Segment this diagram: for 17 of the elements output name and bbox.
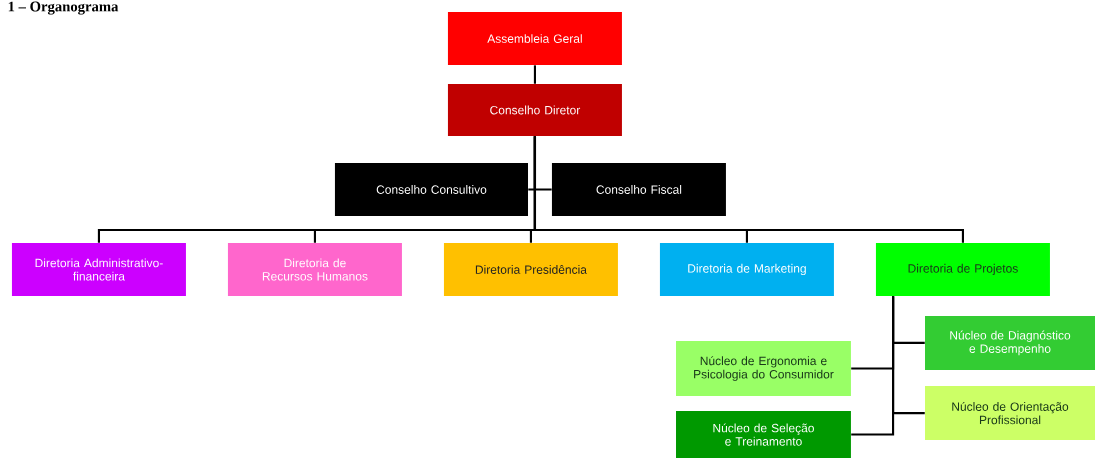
org-box: Conselho Diretor: [447, 83, 622, 136]
org-box: Núcleo de Orientação Profissional: [925, 386, 1095, 441]
org-box: Diretoria de Projetos: [875, 242, 1050, 296]
connector-line: [533, 136, 964, 243]
figure-title: 1 – Organograma: [8, 1, 119, 15]
connector-line: [533, 65, 536, 84]
connector-line: [892, 296, 925, 415]
org-box: Núcleo de Ergonomia e Psicologia do Consumidor: [676, 341, 851, 396]
org-box: Diretoria de Marketing: [659, 242, 834, 296]
org-box: Diretoria de Recursos Humanos: [227, 242, 402, 296]
org-box: Conselho Fiscal: [551, 162, 726, 216]
org-box: Núcleo de Diagnóstico e Desempenho: [925, 315, 1095, 370]
org-box: Assembleia Geral: [447, 11, 622, 66]
org-box: Diretoria Administrativo-financeira: [11, 242, 186, 296]
org-box: Conselho Consultivo: [334, 162, 528, 216]
org-box: Núcleo de Seleção e Treinamento: [676, 411, 851, 458]
org-box: Diretoria Presidência: [443, 242, 618, 296]
